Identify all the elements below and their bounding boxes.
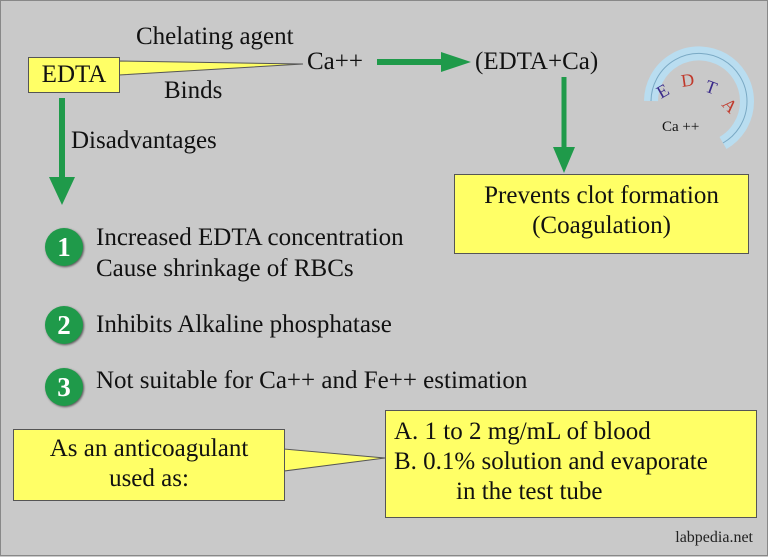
edta-callout-wedge xyxy=(118,60,304,76)
edta-letter-a: A xyxy=(718,94,741,117)
usage-option-a: A. 1 to 2 mg/mL of blood xyxy=(394,418,651,445)
anticoagulant-callout-wedge xyxy=(283,448,386,472)
anticoagulant-box: As an anticoagulant used as: xyxy=(13,429,285,501)
item-1-line1: Increased EDTA concentration xyxy=(96,224,404,251)
edta-icon-ca-label: Ca ++ xyxy=(662,119,699,135)
arrow-edta-to-disadvantages xyxy=(49,98,75,205)
anticoagulant-line1: As an anticoagulant xyxy=(49,435,249,462)
chelating-agent-label: Chelating agent xyxy=(136,23,294,50)
anticoagulant-line2: used as: xyxy=(109,465,189,492)
number-badge-3: 3 xyxy=(45,368,83,406)
item-3-line1: Not suitable for Ca++ and Fe++ estimatio… xyxy=(96,367,528,394)
edta-ca-complex-label: (EDTA+Ca) xyxy=(475,48,599,75)
edta-box: EDTA xyxy=(28,57,120,93)
item-1-line2: Cause shrinkage of RBCs xyxy=(96,255,354,282)
usage-option-b-line1: B. 0.1% solution and evaporate xyxy=(394,448,708,475)
usage-box: A. 1 to 2 mg/mL of blood B. 0.1% solutio… xyxy=(385,410,757,518)
calcium-label: Ca++ xyxy=(307,48,363,75)
arrow-complex-to-prevents xyxy=(553,77,575,173)
number-badge-1: 1 xyxy=(45,228,83,266)
disadvantages-label: Disadvantages xyxy=(71,127,217,154)
edta-letter-t: T xyxy=(703,76,720,99)
binds-label: Binds xyxy=(164,77,223,104)
prevents-clot-box: Prevents clot formation (Coagulation) xyxy=(454,174,749,254)
site-watermark: labpedia.net xyxy=(675,529,753,546)
item-2-line1: Inhibits Alkaline phosphatase xyxy=(96,311,392,338)
prevents-clot-line1: Prevents clot formation xyxy=(484,182,719,209)
arrow-ca-to-complex xyxy=(377,52,471,72)
edta-chelate-icon: E D T A Ca ++ xyxy=(644,46,754,150)
edta-letter-d: D xyxy=(680,69,696,91)
usage-option-b-line2: in the test tube xyxy=(456,478,603,505)
prevents-clot-line2: (Coagulation) xyxy=(532,212,671,239)
edta-label: EDTA xyxy=(41,61,107,88)
number-badge-2: 2 xyxy=(45,306,83,344)
